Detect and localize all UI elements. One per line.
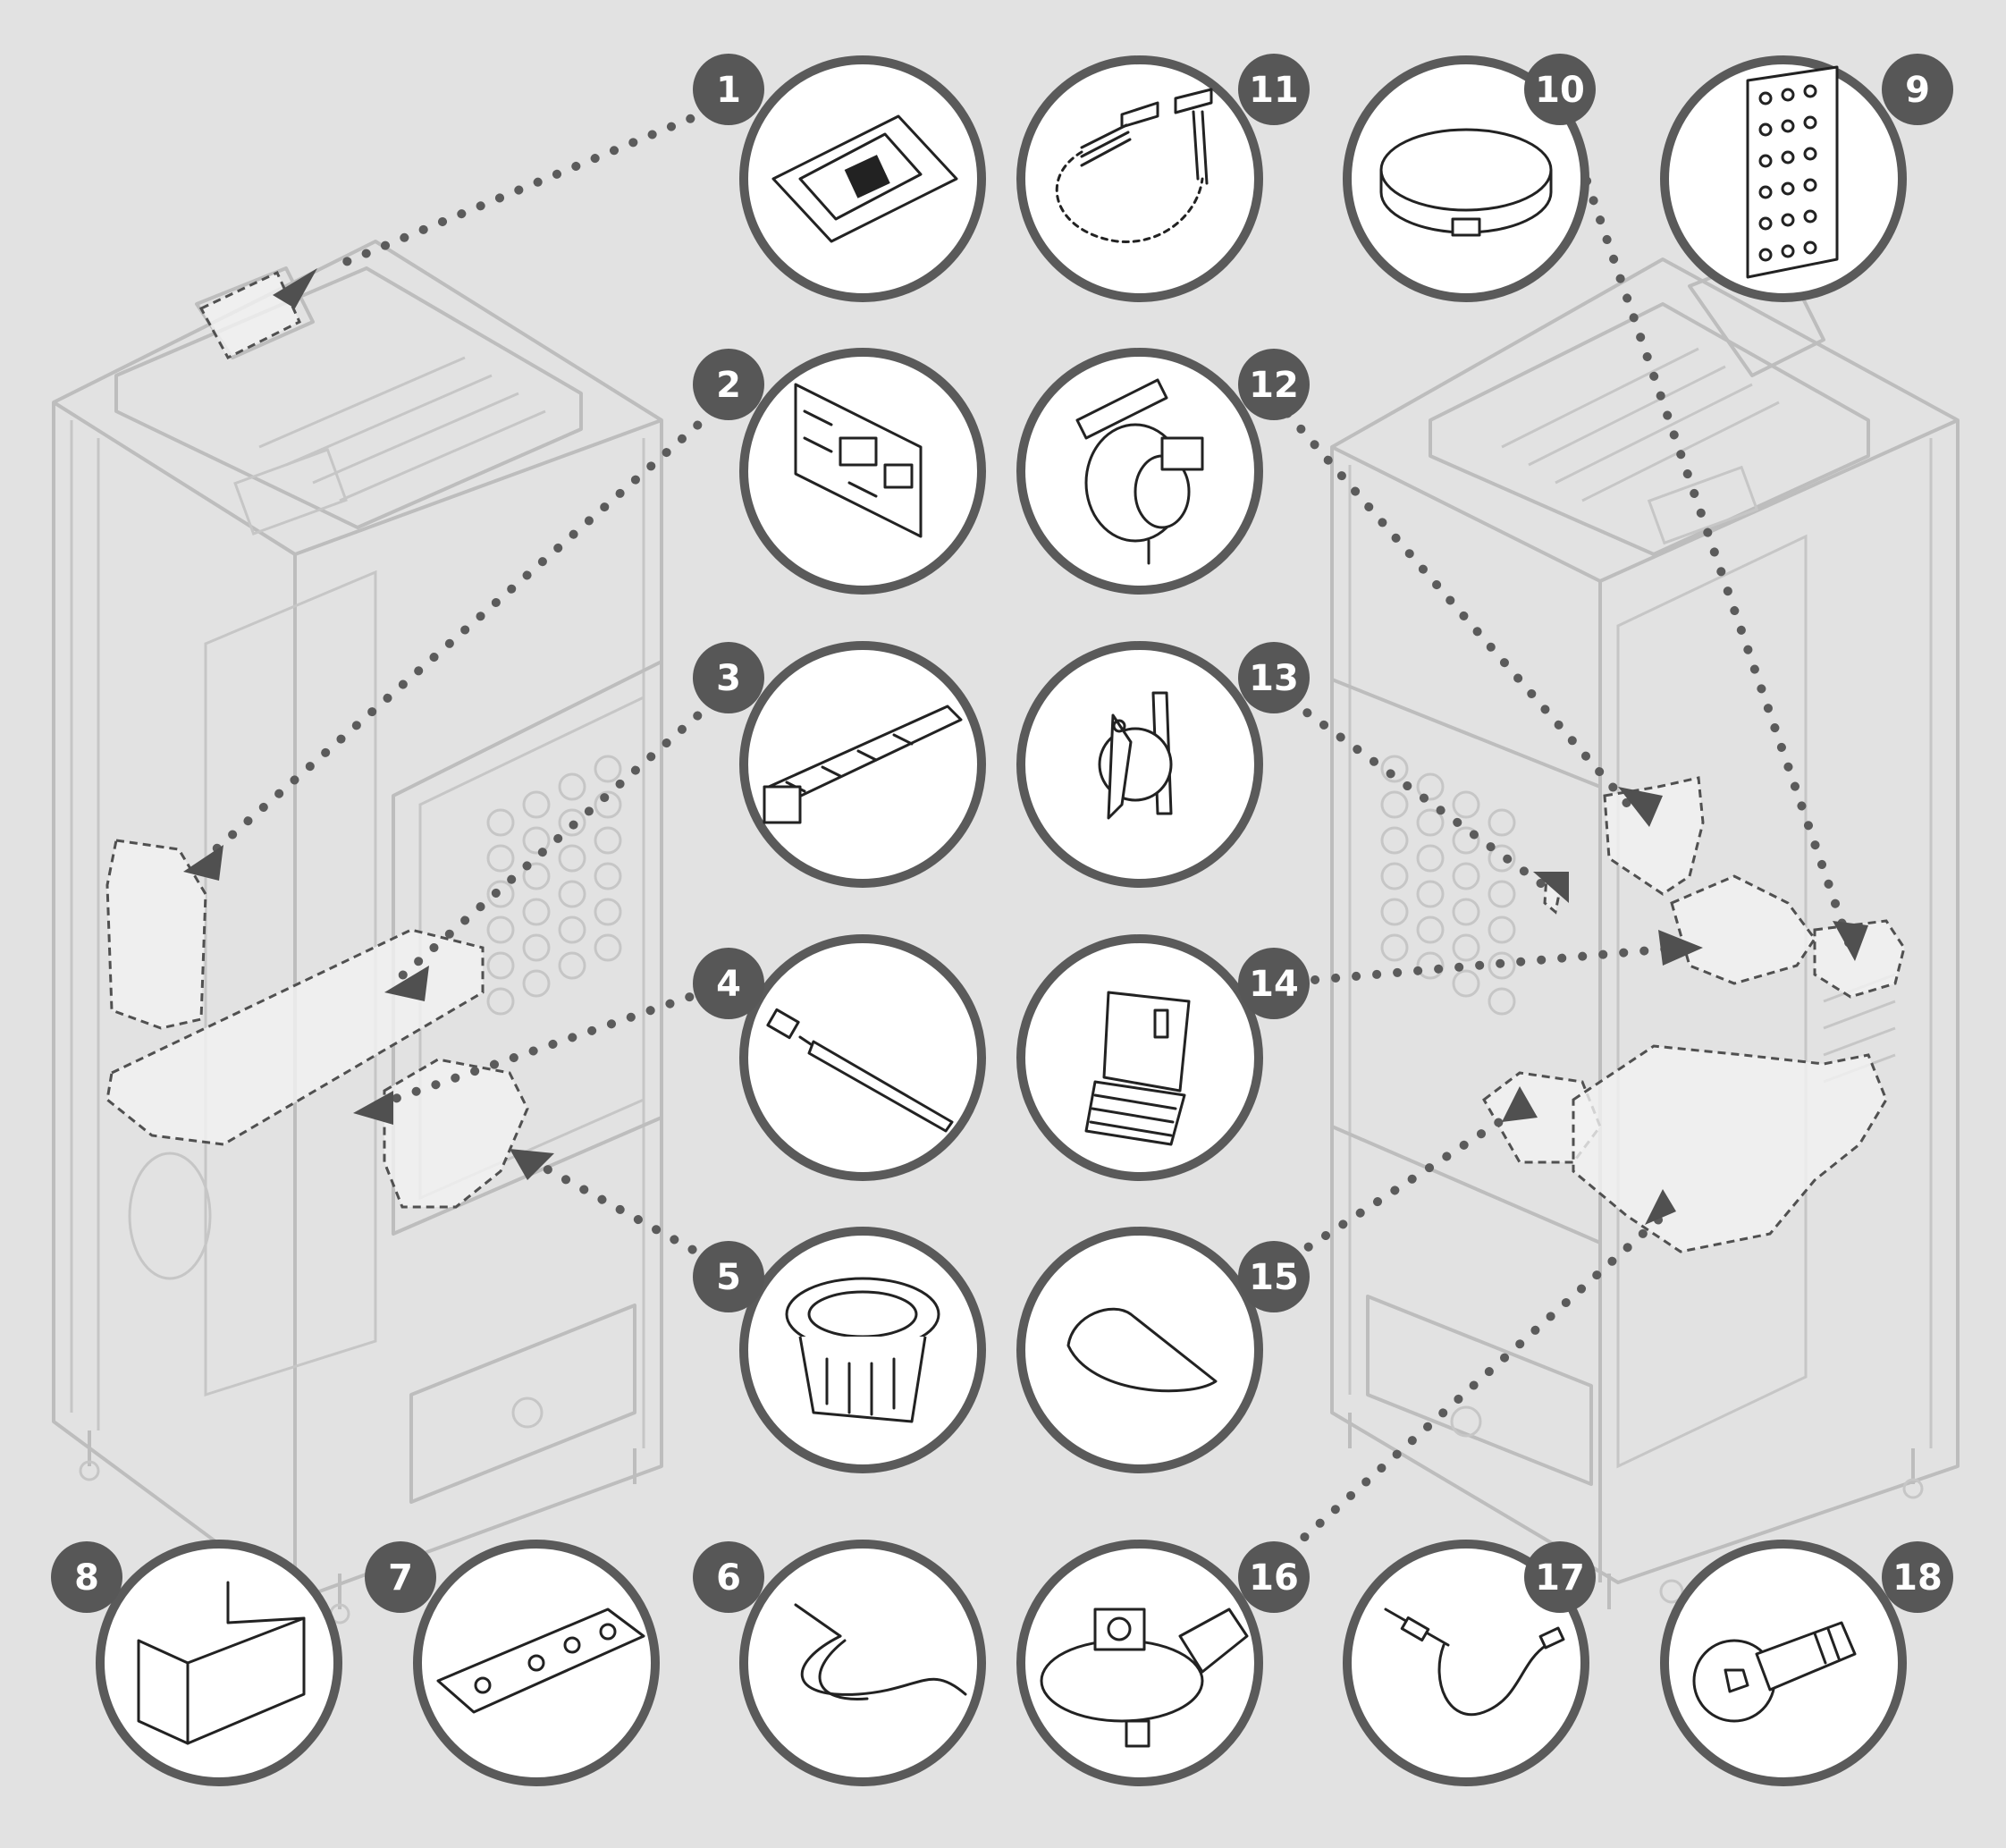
- part-16-badge: 16: [1249, 1557, 1299, 1599]
- part-14-badge: 14: [1249, 964, 1299, 1005]
- perforated-grille-panel-icon: [1746, 65, 1839, 279]
- control-panel-display-icon: [771, 114, 958, 243]
- igniter-cartridge-icon: [766, 1008, 954, 1133]
- part-16-callout[interactable]: 16: [1016, 1540, 1310, 1786]
- part-4-callout[interactable]: 4: [693, 934, 986, 1181]
- stove-left-view: [52, 240, 663, 1624]
- part-17-callout[interactable]: 17: [1343, 1540, 1596, 1786]
- smoke-extractor-fan-icon: [1040, 1608, 1249, 1748]
- part-7-callout[interactable]: 7: [365, 1540, 660, 1786]
- part-3-badge: 3: [716, 658, 741, 699]
- stove-right-view: [1330, 249, 1960, 1609]
- right-highlights: [1482, 776, 1906, 1253]
- part-18-callout[interactable]: 18: [1660, 1540, 1953, 1786]
- gear-motor-icon: [1084, 991, 1191, 1146]
- part-12-badge: 12: [1249, 365, 1299, 406]
- auger-feed-screw-icon: [763, 705, 963, 824]
- part-13-badge: 13: [1249, 658, 1299, 699]
- part-6-callout[interactable]: 6: [693, 1540, 986, 1786]
- temperature-probe-cable-icon: [794, 1603, 967, 1700]
- part-9-callout[interactable]: 9: [1660, 54, 1953, 302]
- leader-lines: [201, 98, 1855, 1569]
- flat-cable-connectors-icon: [1055, 88, 1213, 243]
- motherboard-icon: [794, 383, 923, 538]
- part-15-callout[interactable]: 15: [1016, 1227, 1310, 1473]
- part-11-badge: 11: [1249, 70, 1299, 111]
- part-3-callout[interactable]: 3: [693, 641, 986, 888]
- adjustable-foot-screw-icon: [1692, 1621, 1857, 1723]
- part-9-badge: 9: [1905, 70, 1930, 111]
- part-18-badge: 18: [1892, 1557, 1943, 1599]
- part-15-badge: 15: [1249, 1257, 1299, 1298]
- part-8-badge: 8: [74, 1557, 99, 1599]
- part-10-badge: 10: [1535, 70, 1585, 111]
- part-14-callout[interactable]: 14: [1016, 934, 1310, 1181]
- pellet-hopper-icon: [137, 1581, 306, 1745]
- part-6-badge: 6: [716, 1557, 741, 1599]
- part-1-callout[interactable]: 1: [693, 54, 986, 302]
- smoke-probe-sensor-icon: [1384, 1608, 1565, 1716]
- remote-control-icon: [436, 1608, 645, 1714]
- part-1-badge: 1: [716, 70, 741, 111]
- part-5-callout[interactable]: 5: [693, 1227, 986, 1473]
- part-7-badge: 7: [388, 1557, 413, 1599]
- part-10-callout[interactable]: 10: [1343, 54, 1596, 302]
- round-fan-cover-icon: [1379, 128, 1553, 237]
- part-17-badge: 17: [1535, 1557, 1585, 1599]
- part-5-badge: 5: [716, 1257, 741, 1298]
- part-13-callout[interactable]: 13: [1016, 641, 1310, 888]
- left-highlights: [105, 270, 529, 1209]
- part-12-callout[interactable]: 12: [1016, 348, 1310, 595]
- part-8-callout[interactable]: 8: [51, 1540, 342, 1786]
- part-2-badge: 2: [716, 365, 741, 406]
- pressure-switch-icon: [1075, 378, 1204, 565]
- part-4-badge: 4: [716, 964, 741, 1005]
- safety-thermostat-icon: [1098, 691, 1173, 820]
- part-11-callout[interactable]: 11: [1016, 54, 1310, 302]
- part-2-callout[interactable]: 2: [693, 348, 986, 595]
- burn-pot-brazier-icon: [785, 1277, 940, 1423]
- ash-deflector-plate-icon: [1066, 1307, 1218, 1393]
- leader-arrowheads: [183, 268, 1868, 1225]
